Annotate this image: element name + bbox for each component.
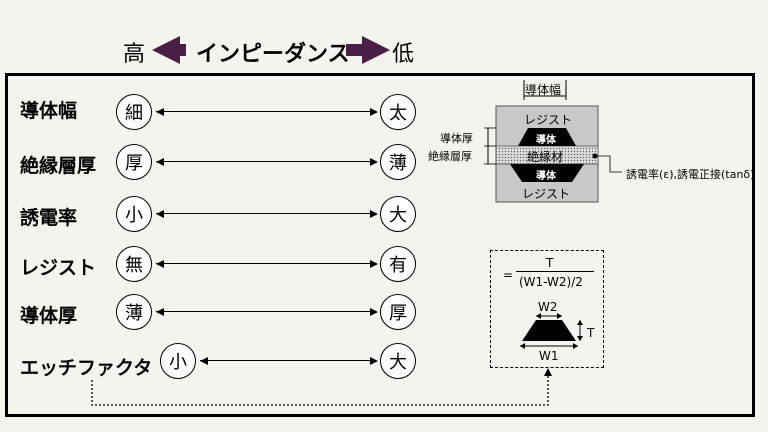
right-circle: 厚	[380, 294, 416, 330]
arrowhead-left-icon	[156, 308, 164, 316]
arrow-line	[156, 311, 376, 312]
resist-bottom-label: レジスト	[522, 187, 571, 201]
low-label: 低	[392, 42, 415, 67]
impedance-header: 高 インピーダンス 低	[0, 28, 540, 68]
impedance-title: インピーダンス	[196, 42, 350, 67]
top-conductor	[518, 128, 576, 146]
w1-label: W1	[539, 349, 559, 363]
bottom-conductor	[510, 164, 584, 182]
etch-denominator: (W1-W2)/2	[519, 275, 583, 289]
left-circle: 小	[160, 343, 196, 379]
arrowhead-right-icon	[370, 158, 378, 166]
arrowhead-right-icon	[370, 357, 378, 365]
insulation-thickness-label: 絶縁層厚	[428, 150, 472, 163]
high-label: 高	[123, 42, 146, 67]
row-label: 誘電率	[20, 207, 78, 229]
insulation-label: 絶縁材	[527, 150, 564, 164]
arrow-line	[156, 161, 376, 162]
right-circle: 大	[380, 196, 416, 232]
left-circle: 無	[116, 246, 152, 282]
arrowhead-right-icon	[370, 260, 378, 268]
w1-arrow-left-icon	[520, 343, 525, 349]
right-circle: 薄	[380, 144, 416, 180]
arrowhead-left-icon	[156, 158, 164, 166]
left-circle: 細	[116, 94, 152, 130]
arrowhead-right-icon	[370, 108, 378, 116]
arrowhead-right-icon	[370, 210, 378, 218]
etch-numerator: T	[546, 256, 554, 270]
arrow-line	[156, 111, 376, 112]
right-arrow-icon	[362, 36, 390, 64]
width-label: 導体幅	[525, 83, 562, 97]
arrowhead-right-icon	[370, 308, 378, 316]
right-circle: 太	[380, 94, 416, 130]
dielectric-leader	[595, 155, 622, 173]
row-label: エッチファクタ	[20, 357, 153, 379]
arrow-line	[156, 263, 376, 264]
w2-arrow-left-icon	[536, 313, 541, 319]
t-arrow-up-icon	[577, 320, 583, 325]
etch-factor-box	[490, 250, 604, 368]
t-label: T	[587, 326, 595, 340]
thickness-label: 導体厚	[440, 132, 473, 145]
row-label: 導体幅	[20, 100, 78, 122]
connector-arrow-icon	[544, 368, 552, 376]
conductor-top-label: 導体	[536, 135, 556, 146]
left-arrow-shaft	[166, 44, 186, 56]
w1-arrow-right-icon	[573, 343, 578, 349]
left-circle: 薄	[116, 294, 152, 330]
resist-top-label: レジスト	[524, 113, 573, 127]
dielectric-note: 誘電率(ε),誘電正接(tanδ)	[626, 168, 755, 181]
left-circle: 小	[116, 196, 152, 232]
right-circle: 大	[380, 343, 416, 379]
row-label: 導体厚	[20, 305, 78, 327]
arrowhead-left-icon	[156, 108, 164, 116]
arrowhead-left-icon	[156, 260, 164, 268]
row-label: レジスト	[20, 257, 97, 279]
trapezoid-shape	[522, 320, 576, 341]
etch-eq: =	[503, 268, 514, 282]
dotted-connector	[91, 376, 549, 406]
fraction-bar	[516, 271, 594, 272]
arrowhead-left-icon	[156, 210, 164, 218]
arrowhead-left-icon	[200, 357, 208, 365]
w2-label: W2	[538, 300, 558, 314]
arrow-line	[200, 360, 376, 361]
row-label: 絶縁層厚	[20, 155, 97, 177]
left-circle: 厚	[116, 144, 152, 180]
arrow-line	[156, 213, 376, 214]
right-circle: 有	[380, 246, 416, 282]
w2-arrow-right-icon	[557, 313, 562, 319]
right-arrow-shaft	[346, 44, 366, 56]
conductor-bottom-label: 導体	[536, 171, 556, 182]
t-arrow-down-icon	[577, 336, 583, 341]
